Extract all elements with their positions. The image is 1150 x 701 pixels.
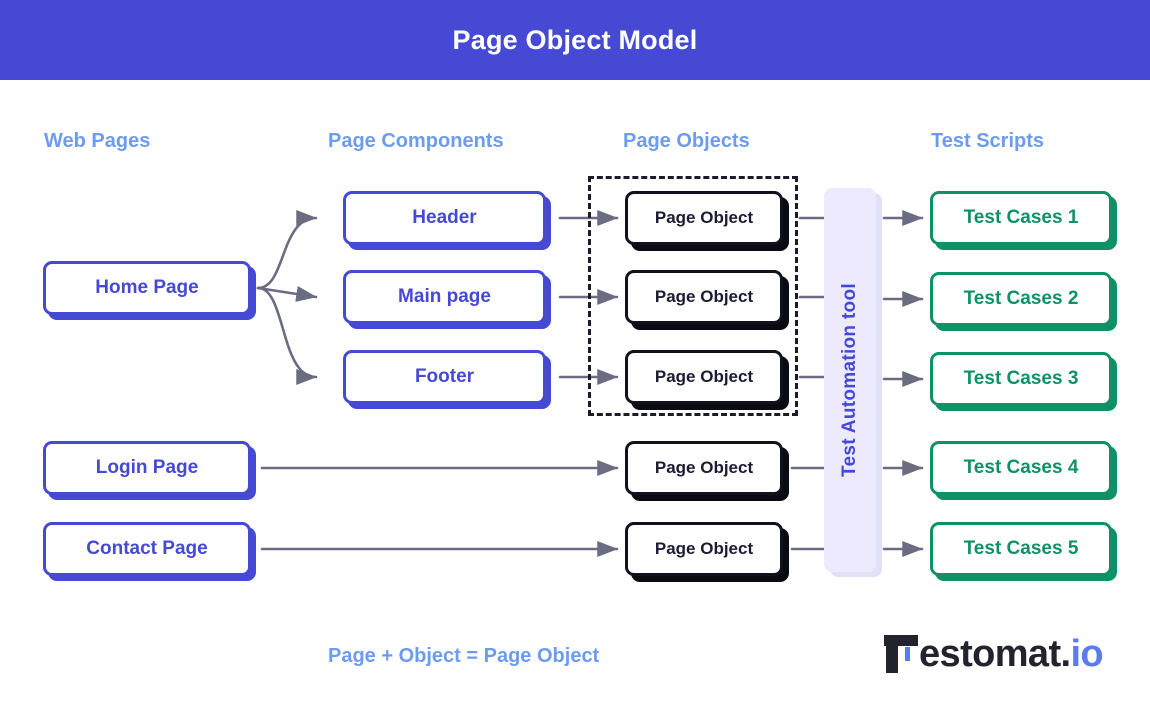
arrow-home-to-mainpage <box>256 286 318 302</box>
node-login-page[interactable]: Login Page <box>43 441 251 495</box>
node-page-object-4-label: Page Object <box>654 458 754 477</box>
column-heading-page-components: Page Components <box>328 130 504 152</box>
column-heading-web-pages: Web Pages <box>44 130 151 152</box>
node-header-component[interactable]: Header <box>343 191 546 245</box>
node-home-page[interactable]: Home Page <box>43 261 251 315</box>
page-title: Page Object Model <box>452 24 698 55</box>
node-test-cases-2[interactable]: Test Cases 2 <box>930 272 1112 326</box>
node-header-component-label: Header <box>412 207 477 228</box>
node-test-cases-1[interactable]: Test Cases 1 <box>930 191 1112 245</box>
node-contact-page-label: Contact Page <box>86 538 208 559</box>
automation-tool-label: Test Automation tool <box>839 283 860 477</box>
column-heading-page-objects: Page Objects <box>623 130 750 152</box>
page-objects-group-outline <box>588 176 798 416</box>
node-page-object-3[interactable]: Page Object <box>625 350 783 404</box>
logo-tld: io <box>1070 633 1104 675</box>
node-test-cases-3-label: Test Cases 3 <box>963 368 1079 389</box>
testomat-logo[interactable]: estomat. io <box>884 631 1104 677</box>
node-login-page-label: Login Page <box>95 457 199 478</box>
node-footer-component-label: Footer <box>414 366 475 387</box>
node-test-cases-3[interactable]: Test Cases 3 <box>930 352 1112 406</box>
node-contact-page[interactable]: Contact Page <box>43 522 251 576</box>
arrow-home-to-header <box>256 209 318 290</box>
page-header: Page Object Model <box>0 0 1150 80</box>
column-heading-test-scripts: Test Scripts <box>931 130 1044 152</box>
logo-t-mark <box>884 635 918 673</box>
automation-tool-bar[interactable]: Test Automation tool <box>824 188 876 572</box>
node-page-object-5[interactable]: Page Object <box>625 522 783 576</box>
node-test-cases-5-label: Test Cases 5 <box>963 538 1079 559</box>
node-page-object-2-label: Page Object <box>654 287 754 306</box>
node-page-object-3-label: Page Object <box>654 367 754 386</box>
node-page-object-5-label: Page Object <box>654 539 754 558</box>
node-test-cases-2-label: Test Cases 2 <box>963 288 1079 309</box>
node-page-object-4[interactable]: Page Object <box>625 441 783 495</box>
node-home-page-label: Home Page <box>95 277 199 298</box>
node-test-cases-4-label: Test Cases 4 <box>963 457 1079 478</box>
formula-caption: Page + Object = Page Object <box>328 645 600 667</box>
node-main-page-component[interactable]: Main page <box>343 270 546 324</box>
node-page-object-1[interactable]: Page Object <box>625 191 783 245</box>
node-page-object-1-label: Page Object <box>654 208 754 227</box>
node-main-page-component-label: Main page <box>398 286 491 307</box>
logo-wordmark: estomat. <box>919 633 1071 675</box>
node-test-cases-5[interactable]: Test Cases 5 <box>930 522 1112 576</box>
node-test-cases-4[interactable]: Test Cases 4 <box>930 441 1112 495</box>
node-footer-component[interactable]: Footer <box>343 350 546 404</box>
node-test-cases-1-label: Test Cases 1 <box>963 207 1079 228</box>
node-page-object-2[interactable]: Page Object <box>625 270 783 324</box>
arrow-home-to-footer <box>256 286 318 386</box>
